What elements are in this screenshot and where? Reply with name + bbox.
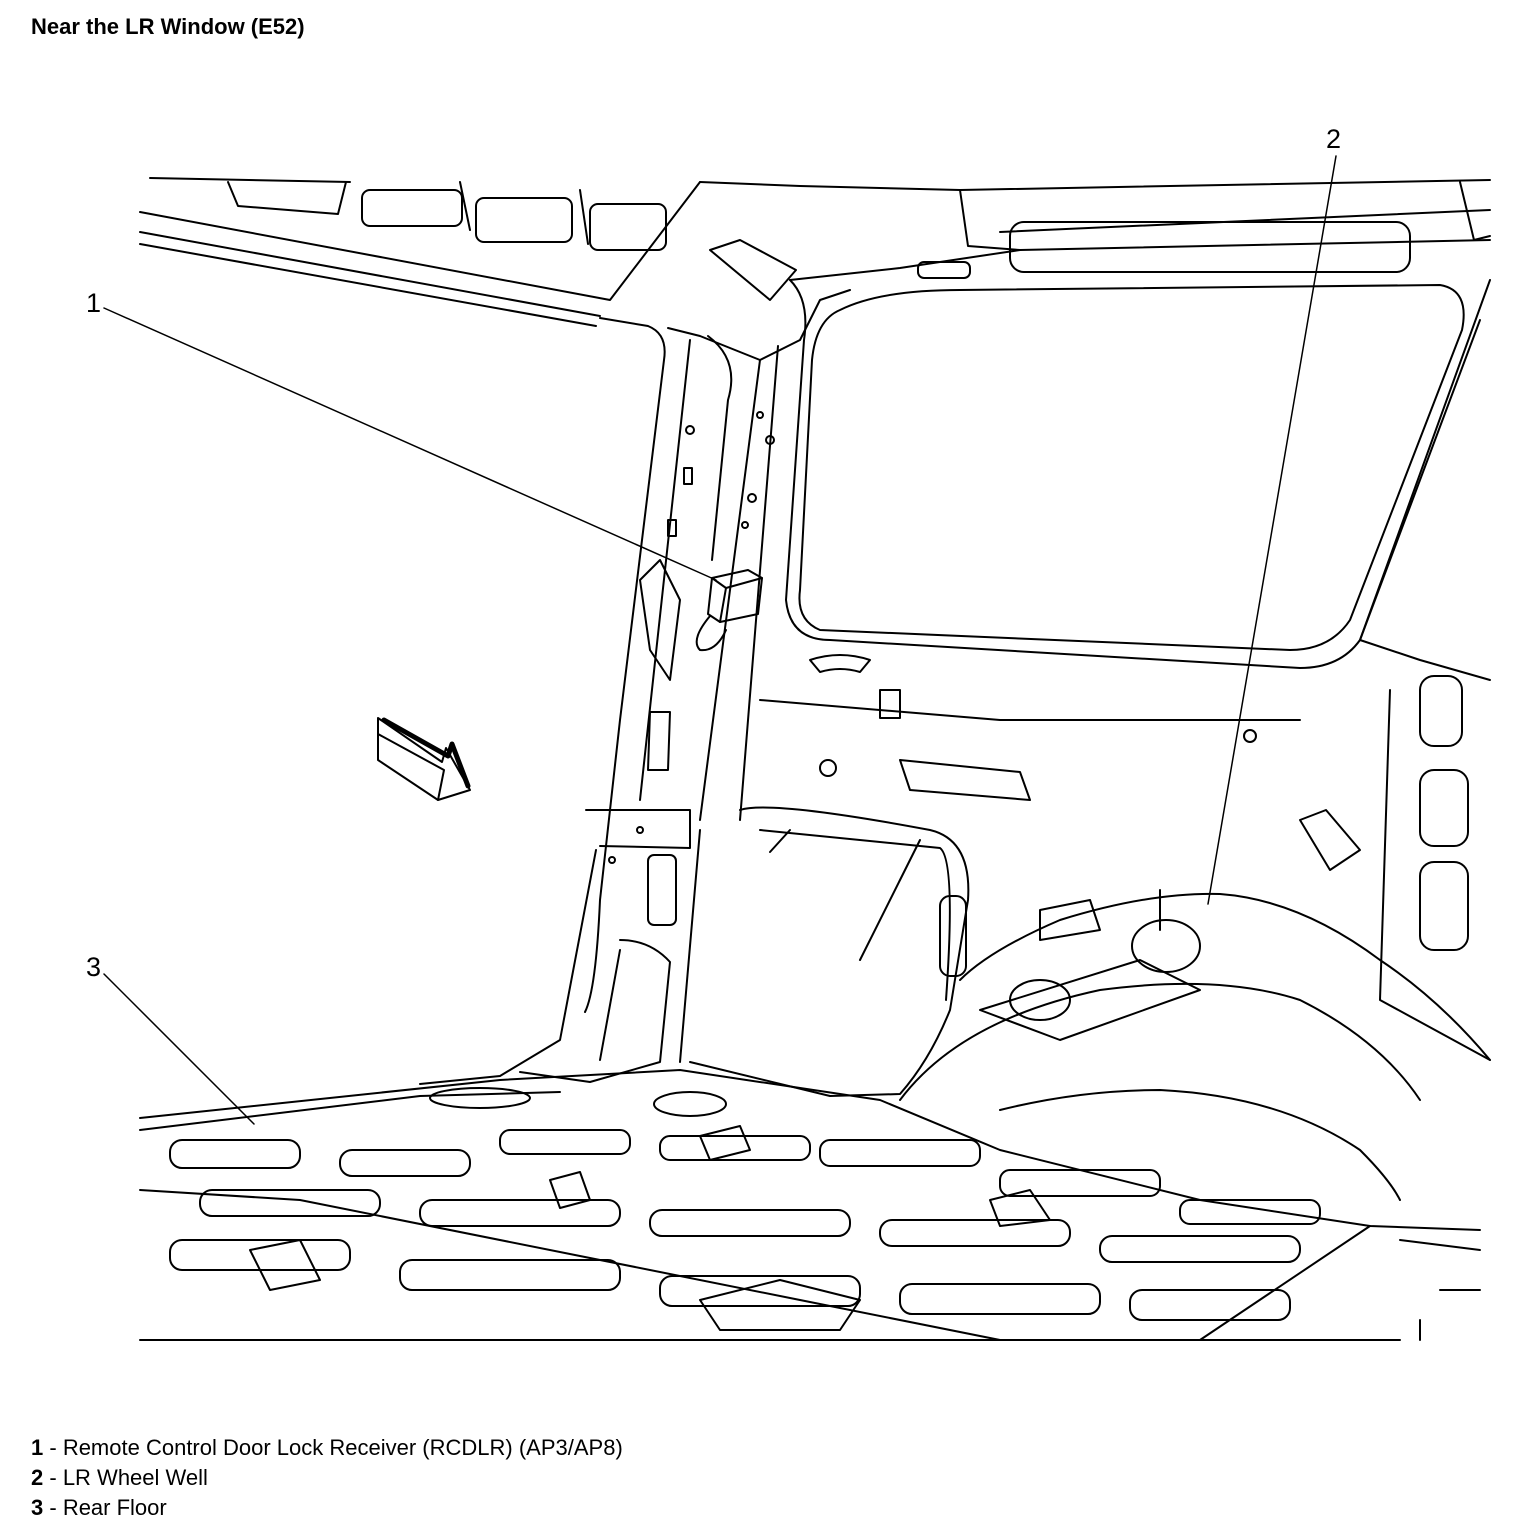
lr-wheel-well [899, 889, 1491, 1201]
legend: 1 - Remote Control Door Lock Receiver (R… [31, 1433, 623, 1523]
legend-item: 2 - LR Wheel Well [31, 1463, 623, 1493]
legend-text: Remote Control Door Lock Receiver (RCDLR… [62, 1435, 623, 1460]
view-direction-arrow-icon [377, 717, 471, 801]
callout-1: 1 [86, 288, 101, 318]
roof-rail-right [699, 179, 1491, 281]
legend-separator: - [43, 1465, 63, 1490]
legend-text: LR Wheel Well [62, 1465, 208, 1490]
legend-number: 2 [31, 1465, 44, 1490]
legend-item: 3 - Rear Floor [31, 1493, 623, 1523]
quarter-panel-trim [759, 279, 1491, 1061]
roof-rail-left [139, 177, 701, 327]
legend-separator: - [43, 1495, 63, 1520]
callout-2: 2 [1326, 124, 1341, 154]
callout-3: 3 [86, 952, 101, 982]
left-wheelhouse-cover [679, 806, 970, 1097]
leader-line-2 [1207, 155, 1337, 905]
legend-text: Rear Floor [62, 1495, 167, 1520]
d-pillar [639, 239, 851, 821]
diagram-title: Near the LR Window (E52) [31, 14, 305, 39]
legend-number: 3 [31, 1495, 44, 1520]
rear-floor [139, 1069, 1481, 1341]
legend-number: 1 [31, 1435, 44, 1460]
legend-item: 1 - Remote Control Door Lock Receiver (R… [31, 1433, 623, 1463]
leader-line-3 [103, 973, 255, 1125]
right-window-opening [798, 284, 1465, 651]
rcdlr-module [695, 569, 763, 652]
legend-separator: - [43, 1435, 63, 1460]
lower-pillar-trim [419, 809, 691, 1085]
leader-line-1 [103, 307, 717, 581]
left-window-opening [584, 317, 666, 1013]
